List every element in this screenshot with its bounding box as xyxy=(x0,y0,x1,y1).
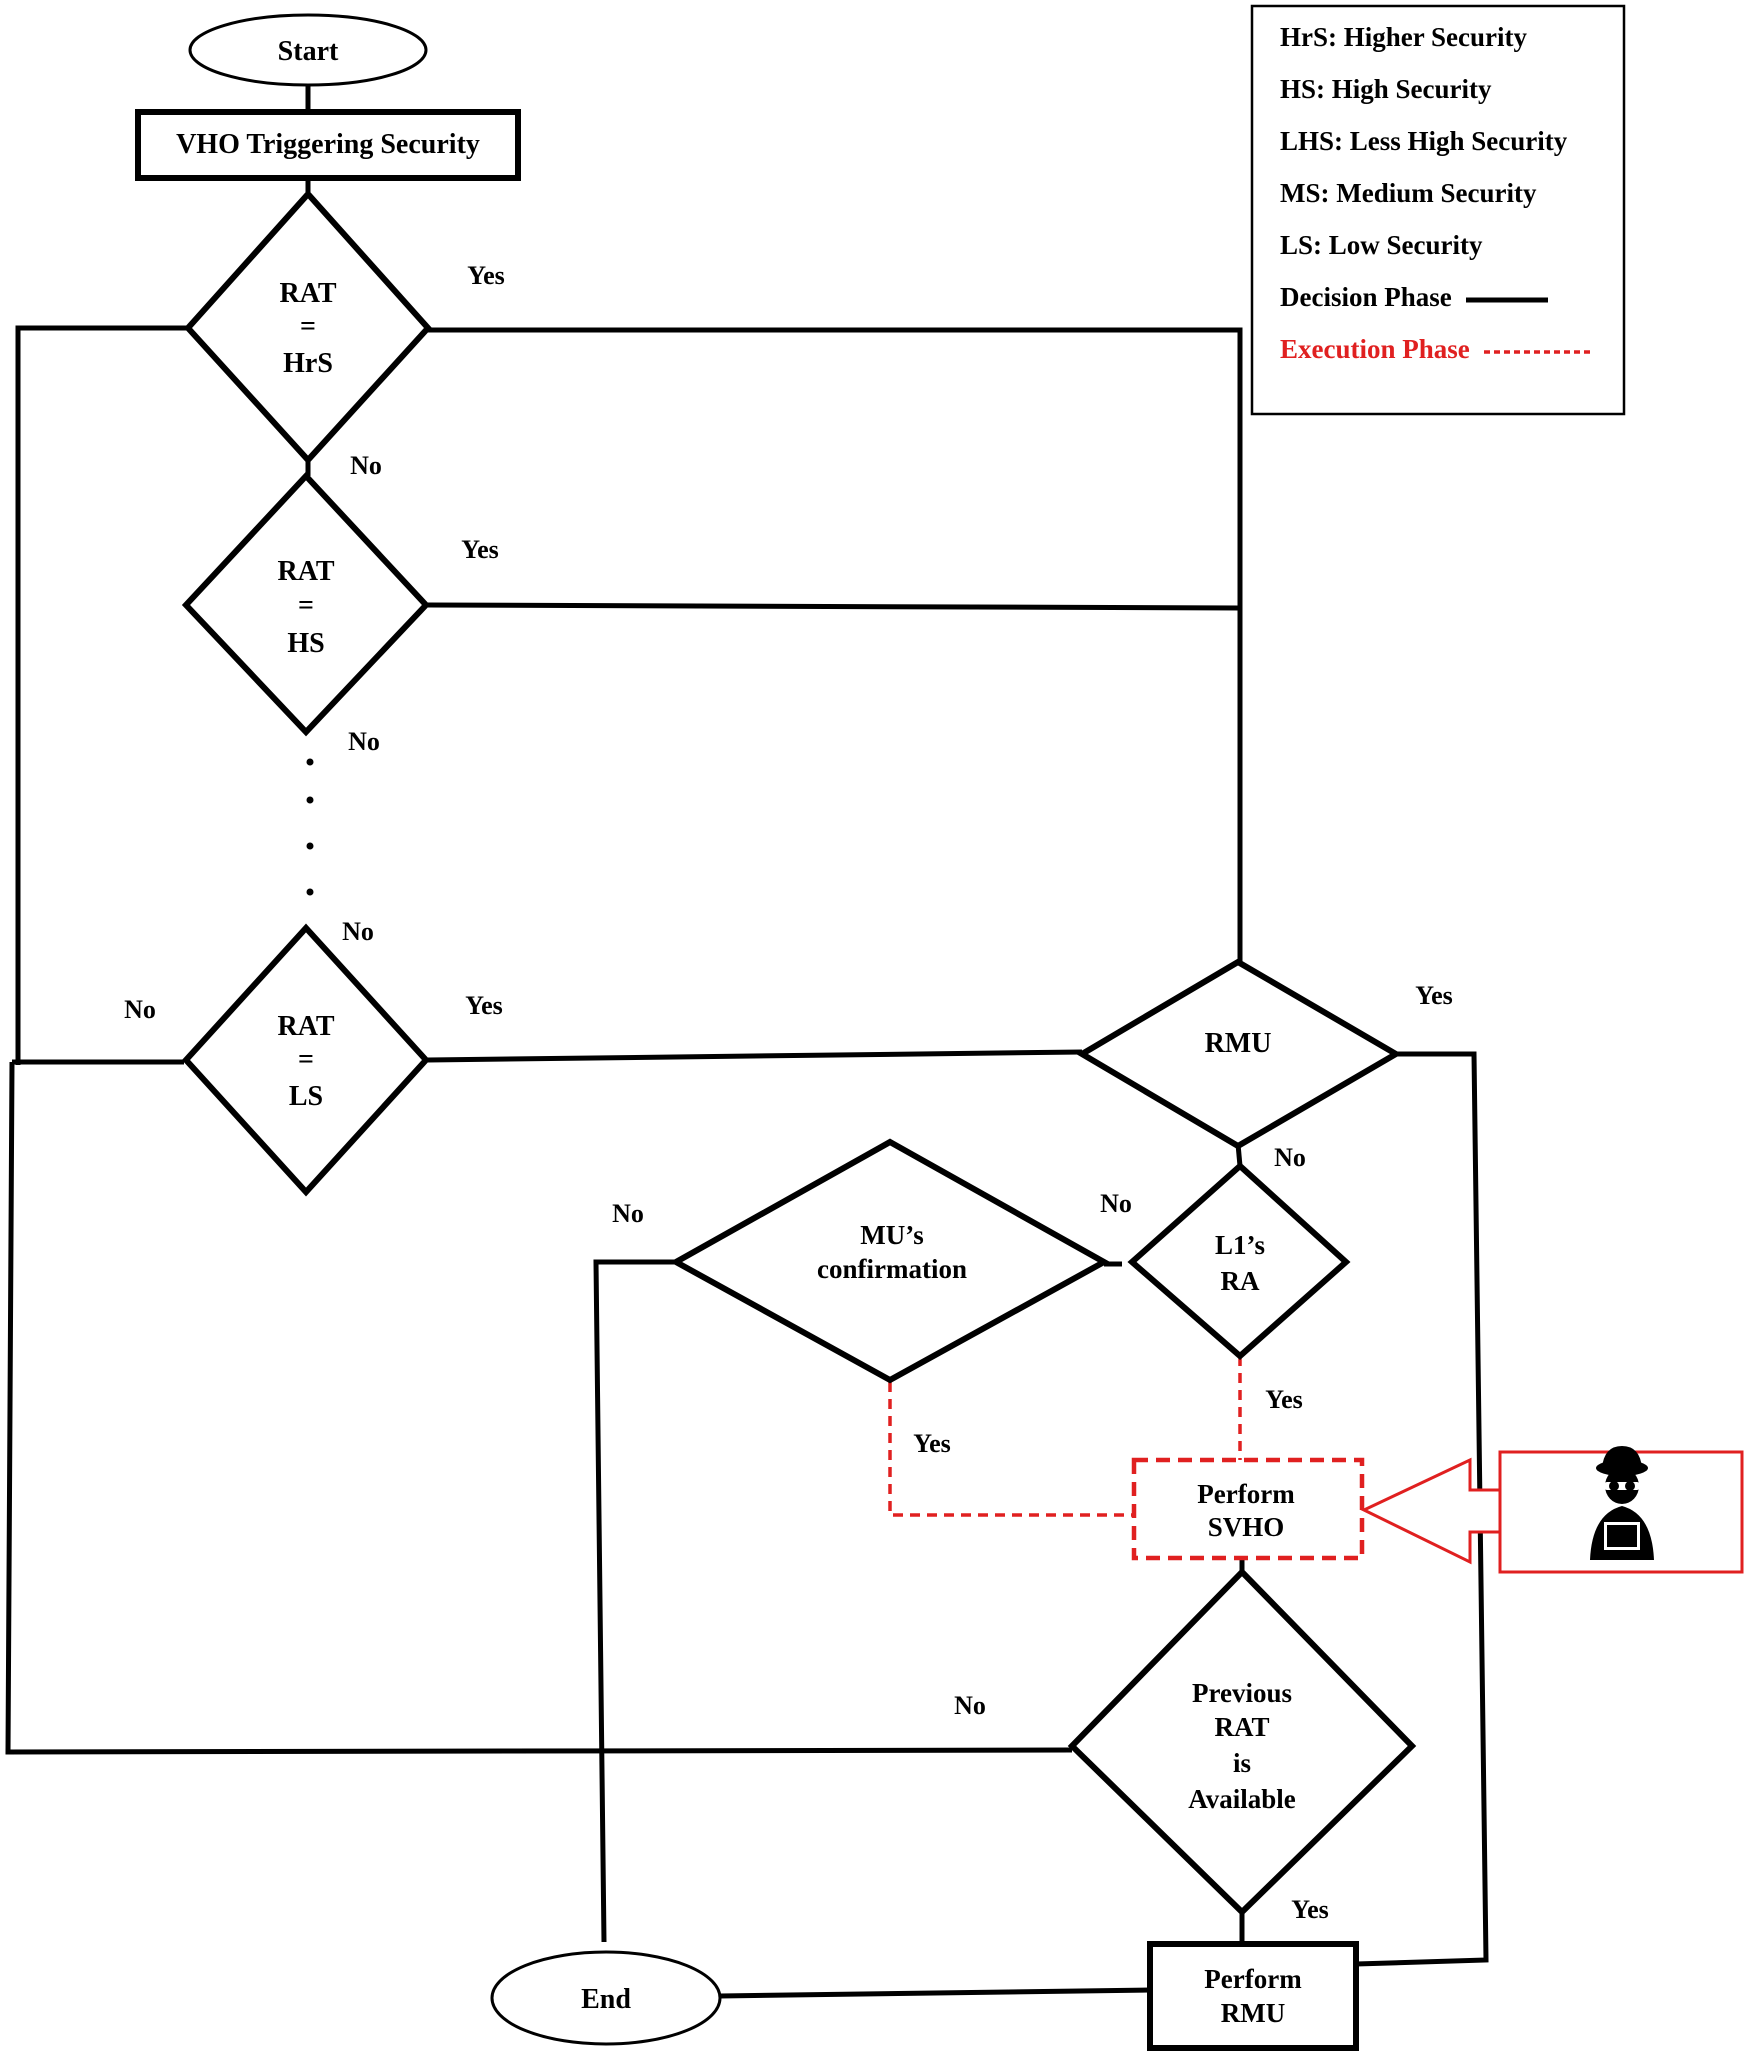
hs-line-2: = xyxy=(298,590,314,621)
connector-hrs-left xyxy=(15,325,188,1065)
legend-box xyxy=(1250,4,1626,416)
prmu-line-2: RMU xyxy=(1221,1998,1285,2028)
label-l1-yes: Yes xyxy=(1265,1385,1303,1414)
mu-line-1: MU’s xyxy=(860,1220,923,1250)
hs-line-3: HS xyxy=(287,628,324,659)
decision-rmu: RMU xyxy=(1076,958,1402,1150)
rmu-label: RMU xyxy=(1205,1028,1272,1059)
label-hrs-yes: Yes xyxy=(467,261,505,290)
perform-svho-node: Perform SVHO xyxy=(1131,1457,1365,1561)
connector-ls-yes xyxy=(427,1049,1083,1063)
ls-line-1: RAT xyxy=(277,1011,334,1042)
decision-rat-hrs: RAT = HrS xyxy=(183,189,433,465)
prev-line-3: is xyxy=(1233,1748,1251,1778)
prev-line-2: RAT xyxy=(1214,1712,1269,1742)
connector-mu-no-end xyxy=(593,1259,676,1943)
label-ls-yes: Yes xyxy=(465,991,503,1020)
prev-line-1: Previous xyxy=(1192,1678,1292,1708)
connector-hrs-yes xyxy=(428,327,1243,962)
prev-line-4: Available xyxy=(1188,1784,1296,1814)
end-label: End xyxy=(581,1984,631,2015)
label-hrs-no: No xyxy=(350,451,382,480)
label-rmu-yes: Yes xyxy=(1415,981,1453,1010)
legend-item-ms: MS: Medium Security xyxy=(1280,178,1537,208)
decision-rat-ls: RAT = LS xyxy=(181,923,431,1197)
label-ls-no: No xyxy=(124,995,156,1024)
vho-label: VHO Triggering Security xyxy=(176,129,480,160)
label-hs-no: No xyxy=(348,727,380,756)
hrs-line-3: HrS xyxy=(283,348,333,379)
decision-l1-ra: L1’s RA xyxy=(1127,1161,1351,1360)
svho-line-2: SVHO xyxy=(1208,1512,1285,1542)
ls-line-3: LS xyxy=(289,1081,323,1112)
hrs-line-1: RAT xyxy=(279,278,336,309)
label-prev-yes: Yes xyxy=(1291,1895,1329,1924)
svho-line-1: Perform xyxy=(1197,1479,1295,1509)
label-prev-no: No xyxy=(954,1691,986,1720)
legend-decision-phase: Decision Phase xyxy=(1280,282,1452,312)
legend-execution-phase: Execution Phase xyxy=(1280,334,1470,364)
legend-item-lhs: LHS: Less High Security xyxy=(1280,126,1568,156)
end-node: End xyxy=(490,1950,722,2046)
perform-rmu-node: Perform RMU xyxy=(1147,1941,1359,2051)
label-mu-yes: Yes xyxy=(913,1429,951,1458)
decision-mu-confirmation: MU’s confirmation xyxy=(669,1138,1111,1384)
connector-left-loop xyxy=(5,1061,1073,1755)
ls-line-2: = xyxy=(298,1044,314,1075)
decision-rat-hs: RAT = HS xyxy=(181,471,431,737)
legend: HrS: Higher Security HS: High Security L… xyxy=(1250,4,1626,416)
vho-node: VHO Triggering Security xyxy=(135,109,521,181)
start-label: Start xyxy=(278,36,339,67)
connector-hs-yes xyxy=(427,602,1241,611)
edge-labels: Yes No Yes No No Yes No Yes No No No Yes… xyxy=(124,261,1453,1924)
hacker-icon xyxy=(1590,1446,1654,1560)
prmu-line-1: Perform xyxy=(1204,1964,1302,1994)
l1-line-2: RA xyxy=(1221,1266,1260,1296)
connector-mu-yes-svho xyxy=(888,1382,1134,1517)
hrs-line-2: = xyxy=(300,311,316,342)
label-l1-no: No xyxy=(1100,1189,1132,1218)
start-node: Start xyxy=(188,13,428,87)
label-hs-yes: Yes xyxy=(461,535,499,564)
hs-line-1: RAT xyxy=(277,556,334,587)
label-mu-no: No xyxy=(612,1199,644,1228)
ellipsis-dots xyxy=(306,758,314,896)
decision-connectors xyxy=(5,82,1489,1999)
legend-item-hrs: HrS: Higher Security xyxy=(1280,22,1527,52)
mu-line-2: confirmation xyxy=(817,1254,967,1284)
label-rmu-no: No xyxy=(1274,1143,1306,1172)
label-dots-no: No xyxy=(342,917,374,946)
legend-item-ls: LS: Low Security xyxy=(1280,230,1483,260)
connector-rmu-end xyxy=(719,1987,1151,1999)
legend-item-hs: HS: High Security xyxy=(1280,74,1492,104)
execution-connectors xyxy=(888,1356,1242,1517)
decision-previous-rat: Previous RAT is Available xyxy=(1067,1567,1417,1917)
attacker-group xyxy=(1360,1446,1744,1574)
l1-line-1: L1’s xyxy=(1215,1230,1265,1260)
